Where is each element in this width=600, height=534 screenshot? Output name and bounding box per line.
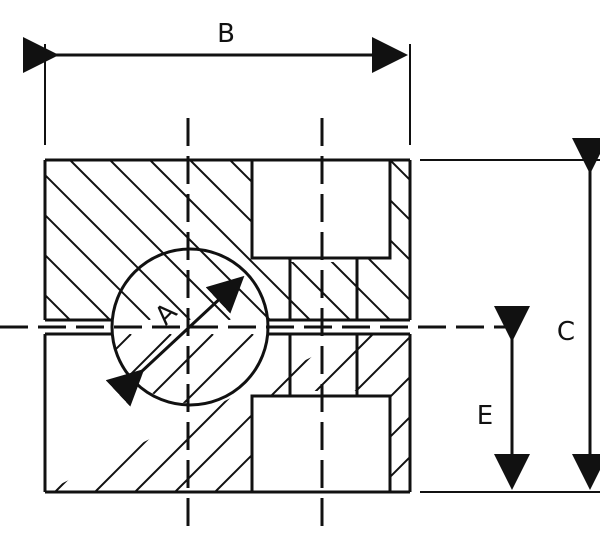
dimension-e: E	[477, 306, 530, 490]
bottom-block-outline	[43, 332, 412, 494]
label-b: B	[217, 19, 235, 49]
dimension-b: B	[23, 19, 408, 73]
centerlines	[0, 118, 515, 534]
top-block-outline	[43, 158, 412, 322]
hatch-top	[45, 160, 410, 320]
label-e: E	[477, 401, 493, 431]
dimension-c: C	[557, 138, 600, 490]
label-c: C	[557, 317, 575, 347]
